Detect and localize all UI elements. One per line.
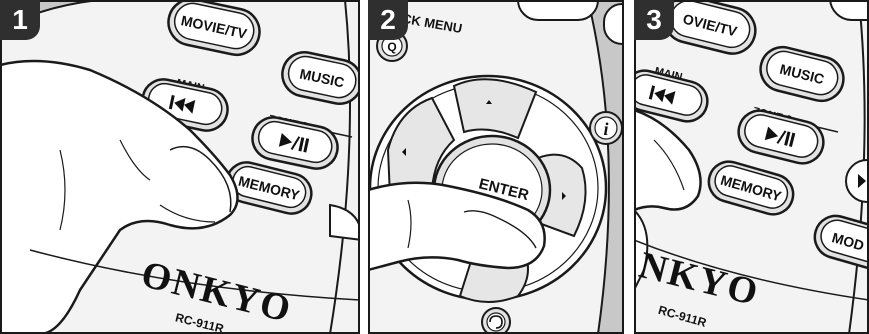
return-button[interactable] <box>482 308 510 334</box>
info-button[interactable]: i <box>590 112 622 144</box>
step-number-badge: 1 <box>0 0 40 40</box>
step-number-badge: 2 <box>368 0 408 40</box>
step-3-panel: OVIE/TV MUSIC MAIN ZONE 2 <box>634 0 869 334</box>
quick-menu-key-label: Q <box>387 40 396 54</box>
info-icon: i <box>603 119 608 139</box>
step-1-panel: MOVIE/TV MUSIC MAIN ZONE 2 <box>0 0 360 334</box>
step-3-illustration: OVIE/TV MUSIC MAIN ZONE 2 <box>634 0 869 334</box>
step-2-illustration: ICK MENU Q <box>368 0 624 334</box>
step-2-panel: ICK MENU Q <box>368 0 624 334</box>
step-1-illustration: MOVIE/TV MUSIC MAIN ZONE 2 <box>0 0 360 334</box>
step-number-badge: 3 <box>634 0 674 40</box>
